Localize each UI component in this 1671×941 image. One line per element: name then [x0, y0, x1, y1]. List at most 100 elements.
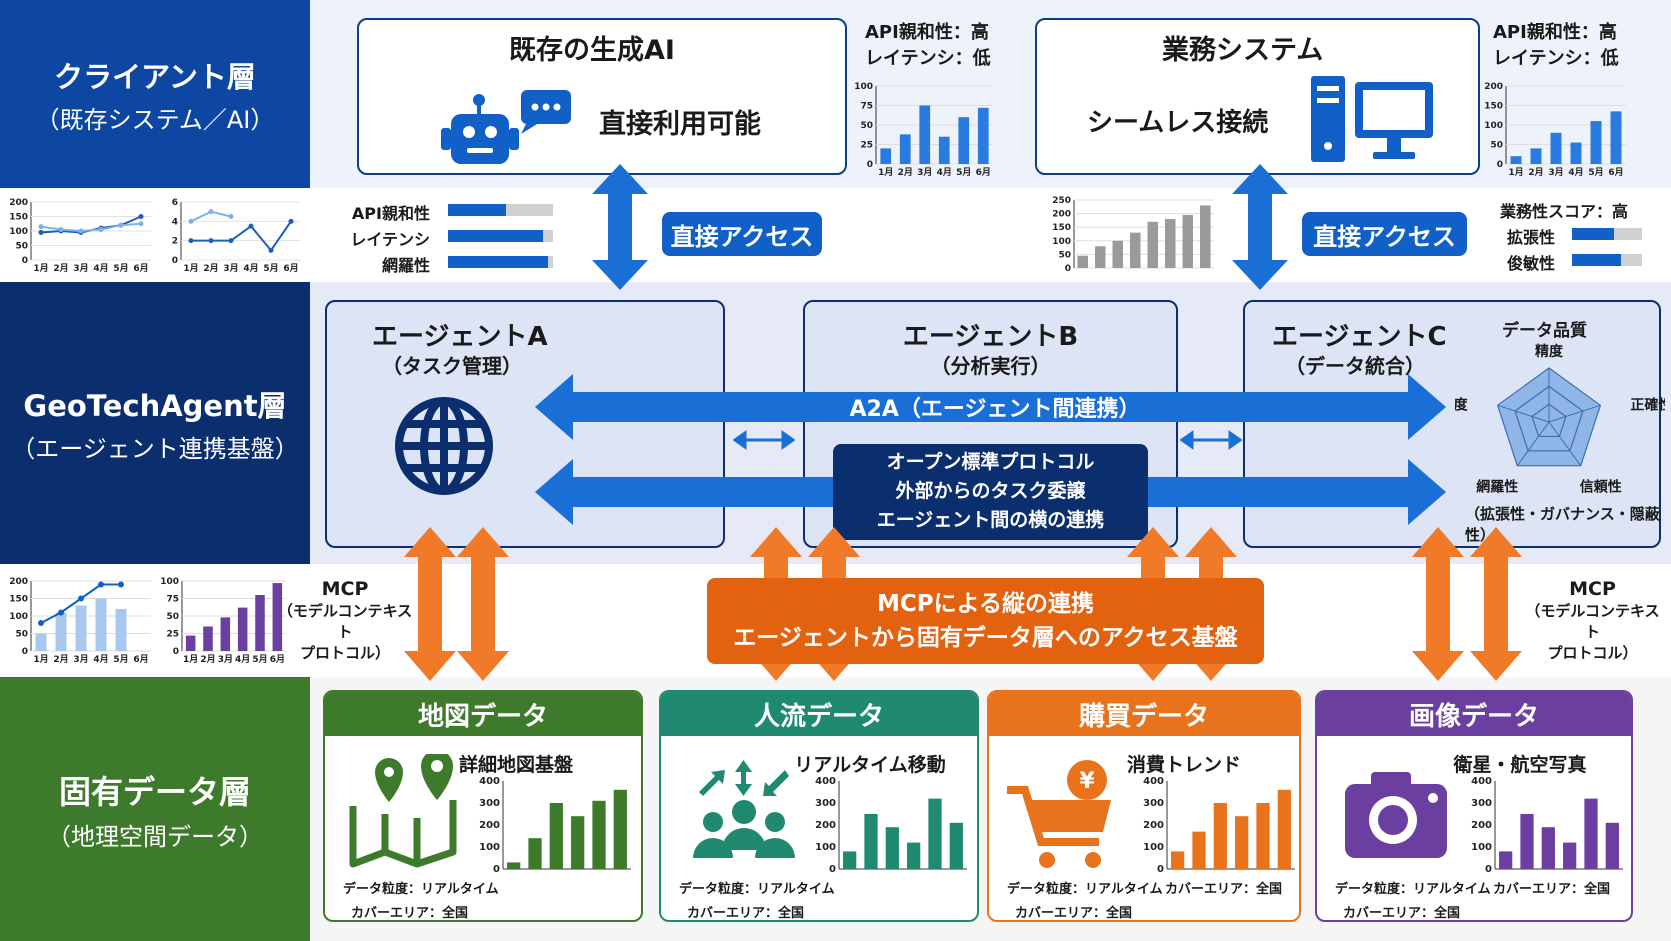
y-tick-label: 100 [479, 842, 500, 853]
y-tick-label: 50 [15, 242, 28, 252]
series-point [38, 229, 44, 235]
mcp-left-label: MCP （モデルコンテキスト プロトコル） [275, 578, 415, 663]
y-tick-label: 150 [1052, 223, 1071, 233]
y-tick-label: 6 [172, 198, 178, 208]
globe-icon [395, 397, 493, 495]
series-line [191, 220, 292, 252]
x-tick-label: 5月 [113, 654, 128, 665]
metric-bar-1 [448, 230, 553, 242]
y-tick-label: 200 [9, 198, 28, 208]
y-tick-label: 2 [172, 237, 178, 247]
x-tick-label: 5月 [252, 654, 267, 665]
bar [1570, 142, 1582, 164]
data-card-purchase-title: 購買データ [989, 692, 1299, 736]
bar [1235, 816, 1249, 869]
bar [1182, 214, 1193, 268]
y-tick-label: 150 [1484, 102, 1503, 112]
map-pin-icon [349, 754, 457, 868]
bar [907, 842, 921, 869]
protocol-box: オープン標準プロトコル 外部からのタスク委譲 エージェント間の横の連携 [833, 444, 1148, 540]
y-tick-label: 50 [1058, 250, 1071, 260]
x-tick-label: 3月 [1548, 167, 1563, 178]
y-tick-label: 0 [1157, 864, 1164, 873]
x-tick-label: 5月 [1588, 167, 1603, 178]
data-card-purchase-footer2: カバーエリア：全国 [1015, 906, 1133, 921]
data-card-image-subtitle: 衛星・航空写真 [1453, 754, 1587, 776]
x-tick-label: 2月 [1528, 167, 1543, 178]
x-tick-label: 6月 [976, 167, 991, 178]
x-tick-label: 2月 [53, 654, 68, 665]
bar [1499, 851, 1513, 869]
data-card-image-footer2: カバーエリア：全国 [1343, 906, 1461, 921]
x-tick-label: 3月 [917, 167, 932, 178]
a2a-label: A2A（エージェント間連携） [849, 397, 1141, 422]
bar [272, 583, 283, 651]
radar-axis [1548, 404, 1601, 423]
protocol-line-2: 外部からのタスク委譲 [895, 480, 1086, 502]
bar [949, 822, 963, 869]
data-layer-title: 固有データ層 [58, 772, 251, 811]
x-tick-label: 3月 [218, 654, 233, 665]
radar-axis-label: 網羅性 [1476, 479, 1518, 496]
bar [203, 626, 213, 651]
x-tick-label: 1月 [183, 263, 198, 274]
mcp-right-title: MCP [1569, 578, 1616, 600]
series-point [268, 247, 274, 253]
series-point [118, 581, 124, 588]
y-tick-label: 0 [493, 864, 500, 873]
y-tick-label: 400 [1143, 777, 1164, 787]
data-card-map-footer2: カバーエリア：全国 [351, 906, 469, 921]
y-tick-label: 100 [9, 227, 28, 237]
direct-access-arrow-left [592, 164, 648, 290]
x-tick-label: 6月 [283, 263, 298, 274]
y-tick-label: 50 [860, 121, 873, 131]
mcp-right-label: MCP （モデルコンテキスト プロトコル） [1520, 578, 1665, 663]
metric-label-0: API親和性 [351, 204, 430, 223]
client-layer-subtitle: （既存システム／AI） [35, 105, 275, 134]
series-point [228, 238, 234, 244]
y-tick-label: 0 [22, 256, 28, 266]
x-tick-label: 6月 [133, 654, 148, 665]
x-tick-label: 4月 [243, 263, 258, 274]
bar [528, 838, 542, 869]
business-stat2: レイテンシ：低 [1493, 48, 1619, 69]
computer-icon [1311, 76, 1433, 162]
bar [843, 851, 857, 869]
x-tick-label: 3月 [73, 263, 88, 274]
y-tick-label: 200 [1143, 820, 1164, 831]
bar [1165, 219, 1176, 268]
business-stat1: API親和性：高 [1493, 22, 1617, 43]
x-tick-label: 6月 [1608, 167, 1623, 178]
bar [1610, 111, 1622, 164]
right-metric-label-1: 俊敏性 [1506, 254, 1555, 273]
agent-b-role: （分析実行） [930, 354, 1051, 378]
right-metric-bar-0 [1572, 228, 1642, 240]
y-tick-label: 200 [1052, 210, 1071, 220]
mcp-left-sub2: プロトコル） [299, 644, 390, 662]
x-tick-label: 2月 [203, 263, 218, 274]
x-tick-label: 2月 [898, 167, 913, 178]
bar [1200, 205, 1211, 268]
y-tick-label: 0 [1497, 160, 1503, 170]
series-point [208, 238, 214, 244]
agent-layer-label: GeoTechAgent層 （エージェント連携基盤） [0, 282, 310, 564]
data-card-map-title: 地図データ [325, 692, 641, 736]
bar [880, 148, 892, 164]
bar [1147, 221, 1158, 268]
data-card-people-footer1: データ粒度：リアルタイム [679, 882, 835, 897]
agent-layer-title: GeoTechAgent層 [23, 388, 287, 423]
bar [1112, 240, 1123, 268]
y-tick-label: 50 [15, 630, 28, 640]
y-tick-label: 0 [867, 160, 873, 170]
bar [1550, 132, 1562, 164]
bar [55, 612, 67, 651]
x-tick-label: 2月 [53, 263, 68, 274]
mcp-center-box: MCPによる縦の連携 エージェントから固有データ層へのアクセス基盤 [707, 578, 1264, 664]
bar [977, 107, 989, 164]
